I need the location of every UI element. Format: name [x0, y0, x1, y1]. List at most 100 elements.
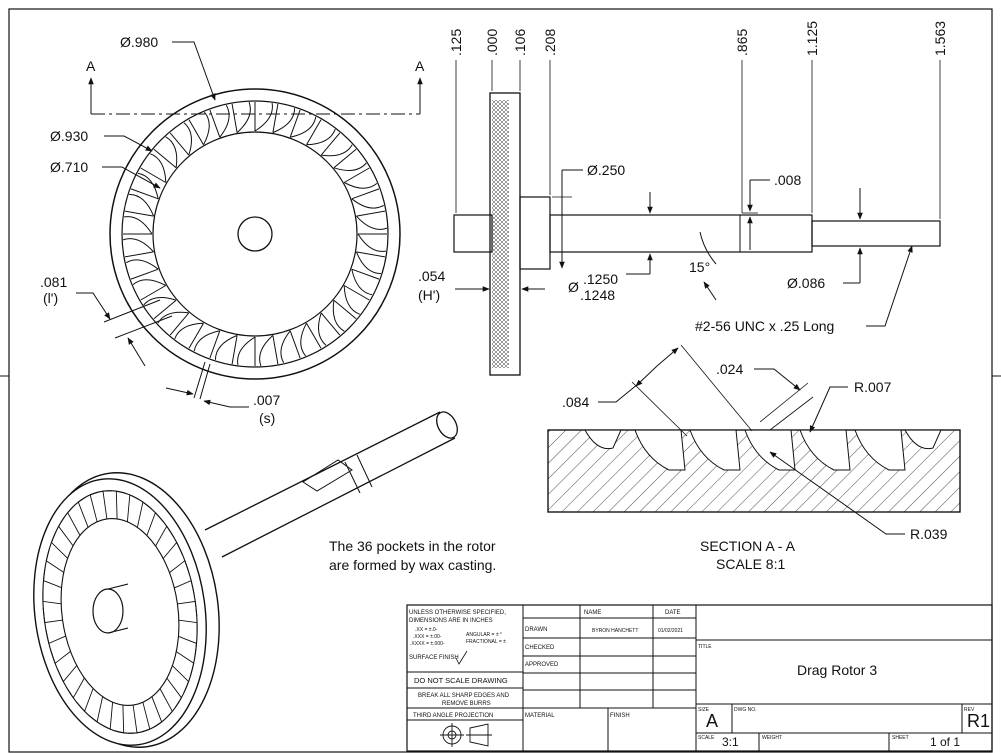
leader-pitch [598, 383, 639, 403]
leader-pocket-depth [76, 292, 111, 320]
rev-label: REV [964, 707, 975, 713]
scale-label: SCALE [698, 735, 715, 741]
dim-d-outer: Ø.980 [120, 34, 158, 50]
dim-hub-width-sym: (H') [418, 287, 440, 303]
rotor-pocket [231, 101, 251, 133]
leader-thread [866, 245, 913, 327]
rotor-pocket [153, 136, 178, 169]
rotor-pockets [122, 101, 388, 367]
finish-label: FINISH [610, 713, 630, 719]
break-edges-1: BREAK ALL SHARP EDGES AND [418, 693, 510, 699]
rotor-pocket [332, 299, 357, 332]
sheet-border [8, 8, 993, 753]
rotor-pocket [357, 233, 387, 252]
station-extension-lines [455, 60, 941, 219]
section-pocket [634, 429, 686, 471]
section-a-a: .084 .024 R.007 R.039 SECTION A - A SCAL… [547, 344, 961, 572]
section-pocket [584, 429, 622, 450]
projection-label: THIRD ANGLE PROJECTION [413, 713, 493, 719]
rotor-pocket [157, 311, 190, 336]
rotor-inner-rim [121, 100, 389, 368]
rotor-pocket [320, 132, 353, 157]
rotor-pocket [300, 322, 322, 357]
iso-pocket [172, 665, 190, 694]
rotor-pocket [209, 104, 230, 138]
surface-finish-icon [455, 650, 468, 665]
rotor-pocket [188, 111, 210, 146]
rotor-pocket [254, 102, 273, 132]
leader-d-pocket [102, 166, 161, 189]
station-label: 1.563 [932, 21, 948, 56]
rotor-pocket [351, 188, 385, 209]
iso-pocket [77, 496, 89, 528]
ext-land-a [759, 382, 809, 423]
dim-pitch: .084 [562, 394, 589, 410]
iso-hub [92, 588, 124, 634]
size-label: SIZE [698, 707, 710, 713]
iso-pocket [178, 635, 197, 658]
leader-r-large [769, 451, 905, 535]
leader-d-outer [172, 41, 216, 101]
rotor-outer-rim [109, 88, 401, 380]
dim-land: .024 [716, 361, 743, 377]
dim-bore-upper: .1250 [583, 271, 618, 287]
rotor-pocket [259, 335, 279, 367]
iso-pocket [115, 490, 126, 519]
section-pocket [904, 429, 942, 450]
rotor-pocket-circle [152, 131, 358, 337]
rotor-pocket [333, 148, 367, 171]
dim-gap: .007 [253, 392, 280, 408]
iso-pocket [151, 696, 163, 728]
iso-pocket [50, 530, 68, 559]
iso-pocket [169, 559, 190, 575]
rotor-pocket [130, 172, 159, 200]
iso-pocket [159, 688, 173, 720]
spec-line: .XXX = ±.00- [413, 634, 442, 640]
rotor-pocket [343, 285, 370, 315]
section-pocket [799, 429, 851, 471]
ext-land-b [769, 396, 814, 431]
section-label-left: A [86, 58, 96, 74]
section-pocket [744, 429, 796, 471]
ext-pitch-b [680, 344, 753, 432]
spec-line: .XX = ±.0- [415, 627, 438, 633]
iso-pocket [42, 587, 62, 605]
dim-r-large: R.039 [910, 526, 948, 542]
station-label: .208 [542, 29, 558, 56]
sheet-label: SHEET [892, 735, 909, 741]
dwg-no-label: DWG NO. [734, 707, 757, 713]
iso-pocket [102, 490, 113, 519]
name-header: NAME [584, 610, 601, 616]
third-angle-projection-icon [440, 723, 492, 747]
weight-label: WEIGHT [762, 735, 782, 741]
dim-d-mid: Ø.930 [50, 128, 88, 144]
sheet-value: 1 of 1 [930, 735, 960, 749]
iso-pocket [146, 511, 164, 536]
dim-r-small: R.007 [854, 379, 892, 395]
spec-line: DIMENSIONS ARE IN INCHES [409, 618, 493, 624]
rotor-pocket [125, 259, 159, 280]
rotor-pocket [132, 279, 167, 301]
dim-gap-sym: (s) [259, 410, 275, 426]
rotor-pocket [355, 251, 386, 275]
rotor-pocket [143, 297, 177, 320]
iso-pocket [155, 525, 175, 547]
iso-pocket [57, 665, 78, 683]
scale-value: 3:1 [722, 735, 739, 749]
size-value: A [706, 711, 718, 731]
dim-pocket-depth-sym: (l') [43, 290, 58, 306]
note-line-1: The 36 pockets in the rotor [329, 538, 496, 554]
title-block [406, 604, 993, 752]
iso-pocket [114, 705, 125, 734]
dim-pocket-depth: .081 [40, 274, 67, 290]
rotor-pocket [124, 193, 155, 217]
rotor-pocket [237, 336, 256, 366]
rev-value: R1 [967, 711, 990, 731]
station-label: .865 [734, 29, 750, 56]
iso-pocket [65, 677, 85, 699]
dim-d-pocket: Ø.710 [50, 159, 88, 175]
iso-pocket [177, 600, 198, 617]
side-view: .125 .000 .106 .208 .865 1.125 1.563 Ø.2… [418, 21, 948, 376]
drawn-label: DRAWN [525, 627, 547, 633]
